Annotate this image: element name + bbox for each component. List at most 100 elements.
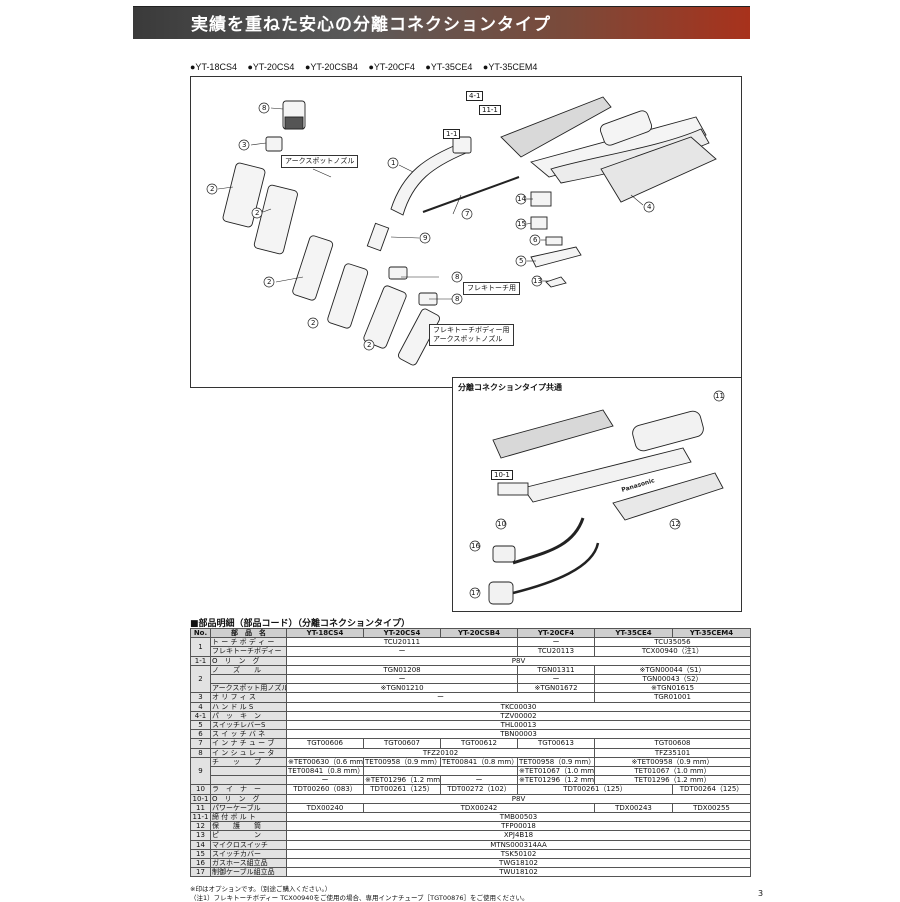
column-header: No. [190, 627, 211, 639]
part-code-cell: ー [286, 646, 518, 657]
part-code-cell: ー [517, 674, 595, 685]
part-number: 4 [647, 203, 652, 211]
part-code-cell: TDX00240 [286, 802, 364, 814]
part-name-cell: イ ン シ ュ レ ー タ [210, 747, 287, 758]
part-number: 9 [423, 234, 428, 242]
part-name-cell: ス イ ッ チ バ ネ [210, 729, 287, 740]
part-name-cell: 締 付 ボ ル ト [210, 812, 287, 823]
column-header: YT-35CEM4 [672, 627, 751, 639]
part-code-cell: TDT00264（125） [672, 784, 751, 795]
table-section-title: ■部品明細（部品コード）（分離コネクションタイプ） [190, 619, 411, 629]
model-label: ●YT-20CS4 [247, 62, 295, 72]
part-name-cell: O リ ン グ [210, 655, 287, 666]
part-code-cell [363, 766, 518, 777]
part-number: 6 [533, 236, 538, 244]
part-no-cell: 8 [190, 747, 211, 758]
model-label: ●YT-35CE4 [425, 62, 473, 72]
part-code-cell: ※TGN00044（S1） [594, 664, 751, 676]
part-code-cell: TGT00608 [594, 738, 751, 749]
part-code-cell: TMB00503 [286, 812, 751, 823]
footnote-option: ※印はオプションです。（別途ご購入ください。） [190, 885, 332, 893]
part-number: 4-1 [466, 91, 484, 101]
part-no-cell: 13 [190, 830, 211, 841]
part-number: 7 [465, 210, 470, 218]
part-code-cell: TGT00606 [286, 738, 364, 749]
part-number: 12 [671, 520, 680, 528]
part-code-cell: TGN01311 [517, 664, 595, 676]
part-code-cell: TET00841（0.8 mm） [440, 756, 518, 768]
part-code-cell: TGR01001 [594, 692, 751, 703]
part-code-cell: TCU35056 [594, 637, 751, 648]
column-header: 部 品 名 [210, 627, 287, 639]
part-no-cell: 5 [190, 720, 211, 731]
part-code-cell: MTNS000314AA [286, 839, 751, 850]
part-code-cell: TGN00043（S2） [594, 674, 751, 685]
column-header: YT-18CS4 [286, 627, 364, 639]
part-code-cell: TCX00940（注1） [594, 646, 751, 657]
part-number: 10-1 [491, 470, 513, 480]
part-no-cell: 16 [190, 858, 211, 869]
part-no-cell: 4 [190, 701, 211, 712]
part-no-cell: 6 [190, 729, 211, 740]
part-number: 2 [311, 319, 316, 327]
part-code-cell: ※TGN01210 [286, 683, 518, 694]
part-name-cell: ピ ン [210, 830, 287, 841]
part-code-cell: TET00841（0.8 mm） [286, 766, 364, 777]
part-number: 2 [210, 185, 215, 193]
part-name-cell: ノ ズ ル [210, 664, 287, 676]
callout-flexi-body-arc-spot: フレキトーチボディー用 アークスポットノズル [429, 324, 514, 346]
part-number: 2 [255, 209, 260, 217]
part-code-cell: ※TET01067（1.0 mm） [517, 766, 595, 777]
model-label: ●YT-20CSB4 [304, 62, 358, 72]
part-no-cell: 7 [190, 738, 211, 749]
footnote-note1: （注1）フレキトーチボディー TCX00940をご使用の場合、専用インナチューブ… [190, 894, 529, 902]
part-name-cell [210, 775, 287, 786]
part-code-cell: ー [286, 674, 518, 685]
part-name-cell: チ ッ プ [210, 756, 287, 768]
header-banner: 実績を重ねた安心の分離コネクションタイプ [133, 6, 750, 39]
part-number: 15 [517, 220, 526, 228]
part-name-cell [210, 766, 287, 777]
part-number: 10 [497, 520, 506, 528]
part-code-cell: TET01067（1.0 mm） [594, 766, 751, 777]
part-code-cell: P8V [286, 655, 751, 666]
part-no-cell: 11-1 [190, 812, 211, 823]
part-code-cell: TET01296（1.2 mm） [594, 775, 751, 786]
part-name-cell: パ ッ キ ン [210, 710, 287, 722]
part-code-cell: TGT00612 [440, 738, 518, 749]
part-code-cell: TFP00018 [286, 821, 751, 832]
part-number: 1 [391, 159, 396, 167]
part-name-cell [210, 674, 287, 685]
part-code-cell: TCU20113 [517, 646, 595, 657]
part-code-cell: TGT00613 [517, 738, 595, 749]
part-number: 8 [455, 295, 460, 303]
part-code-cell: ※TGN01615 [594, 683, 751, 694]
page-number: 3 [758, 889, 764, 898]
part-number: 2 [367, 341, 372, 349]
part-number: 8 [455, 273, 460, 281]
table-row: アークスポット用ノズル※TGN01210※TGN01672※TGN01615 [191, 683, 751, 694]
part-code-cell: TWG18102 [286, 858, 751, 869]
part-code-cell: ー [286, 692, 595, 703]
part-code-cell: TFZ20102 [286, 747, 595, 758]
part-number: 8 [262, 104, 267, 112]
part-no-cell: 1 [190, 637, 211, 657]
model-label: ●YT-20CF4 [368, 62, 415, 72]
part-code-cell: TET00958（0.9 mm） [363, 756, 441, 768]
part-number: 5 [519, 257, 524, 265]
part-no-cell: 14 [190, 839, 211, 850]
part-code-cell: TZV00002 [286, 710, 751, 722]
part-no-cell: 10-1 [190, 793, 211, 804]
part-name-cell: スイッチレバーS [210, 720, 287, 731]
